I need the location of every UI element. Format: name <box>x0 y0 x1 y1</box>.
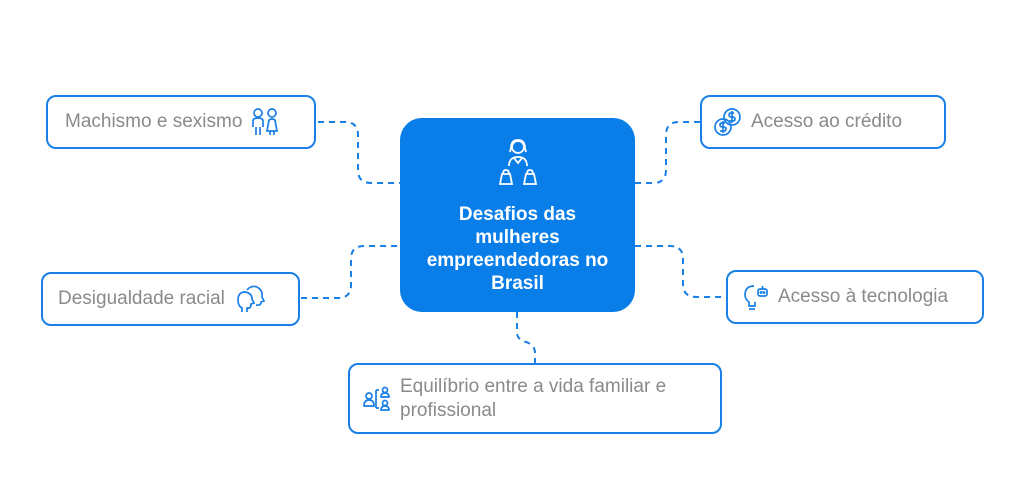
lightbulb-robot-icon <box>744 285 768 310</box>
businesswoman-shopping-icon <box>498 139 537 185</box>
node-equilibrio: Equilíbrio entre a vida familiar e profi… <box>348 363 722 434</box>
man-woman-icon <box>252 108 279 135</box>
node-label: Acesso à tecnologia <box>778 286 949 307</box>
node-label: Acesso ao crédito <box>751 111 903 132</box>
connector-equilibrio <box>516 312 536 363</box>
node-machismo: Machismo e sexismo <box>46 95 316 149</box>
connector-machismo <box>318 121 400 184</box>
node-desigualdade: Desigualdade racial <box>41 272 300 326</box>
coins-dollar-icon <box>714 108 741 136</box>
family-work-balance-icon <box>363 386 390 411</box>
connector-desigualdade <box>301 245 400 299</box>
node-label: Equilíbrio entre a vida familiar e profi… <box>400 375 667 421</box>
node-label: Machismo e sexismo <box>65 111 243 132</box>
node-label: Desigualdade racial <box>58 288 225 309</box>
central-title: Desafios das mulheres empreendedoras no … <box>426 204 609 294</box>
node-credito: Acesso ao crédito <box>700 95 946 149</box>
faces-profile-icon <box>237 285 265 312</box>
connector-tecnologia <box>635 245 726 298</box>
node-tecnologia: Acesso à tecnologia <box>726 270 984 324</box>
connector-credito <box>635 121 700 184</box>
central-topic: Desafios das mulheres empreendedoras no … <box>400 118 635 312</box>
